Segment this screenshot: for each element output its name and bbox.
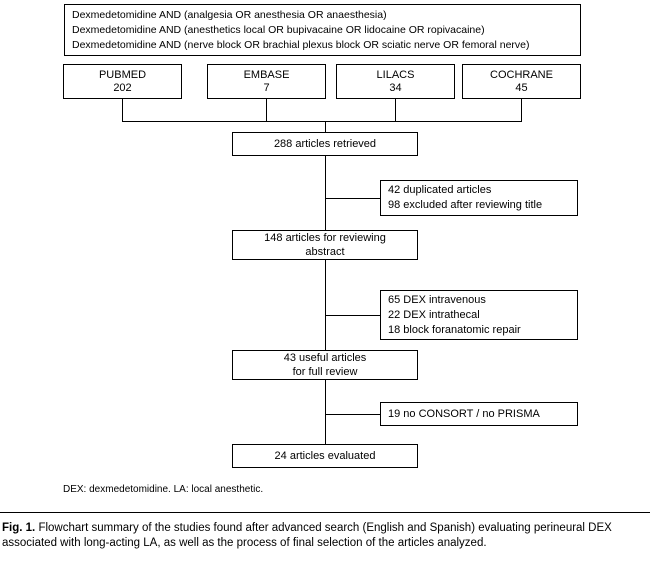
database-count-lilacs: 34 <box>389 81 402 94</box>
figure-footnote: DEX: dexmedetomidine. LA: local anesthet… <box>63 484 264 495</box>
stage-box-evaluated: 24 articles evaluated <box>232 444 418 468</box>
exclusion-1-line-1: 42 duplicated articles <box>388 184 492 196</box>
database-box-embase: EMBASE 7 <box>207 64 326 99</box>
exclusion-2-line-2: 22 DEX intrathecal <box>388 308 480 321</box>
connector-databases-bus <box>122 121 522 122</box>
database-count-cochrane: 45 <box>515 81 528 94</box>
database-name-cochrane: COCHRANE <box>490 68 553 81</box>
exclusion-3-line-1: 19 no CONSORT / no PRISMA <box>388 407 540 420</box>
stage-abstract-line-1: 148 articles for reviewing <box>264 232 386 244</box>
stage-evaluated-line-1: 24 articles evaluated <box>274 450 376 462</box>
figure-caption: Fig. 1. Flowchart summary of the studies… <box>2 521 648 551</box>
connector-bus-to-retrieved <box>325 121 326 132</box>
stage-box-useful: 43 useful articles for full review <box>232 350 418 380</box>
stage-box-retrieved: 288 articles retrieved <box>232 132 418 156</box>
database-count-embase: 7 <box>263 81 270 94</box>
stage-abstract-line-2: abstract <box>305 246 345 258</box>
figure-caption-text: Flowchart summary of the studies found a… <box>2 522 612 549</box>
connector-embase-down <box>266 99 267 121</box>
search-strategy-box: Dexmedetomidine AND (analgesia OR anesth… <box>64 4 581 56</box>
stage-box-abstract: 148 articles for reviewing abstract <box>232 230 418 260</box>
connector-retrieved-to-abstract <box>325 156 326 230</box>
connector-branch-excl2 <box>325 315 380 316</box>
connector-lilacs-down <box>395 99 396 121</box>
exclusion-2-line-3: 18 block foranatomic repair <box>388 323 521 336</box>
exclusion-box-1: 42 duplicated articles 98 excluded after… <box>380 180 578 216</box>
connector-abstract-to-useful <box>325 260 326 350</box>
connector-branch-excl3 <box>325 414 380 415</box>
search-strategy-line-2: Dexmedetomidine AND (anesthetics local O… <box>72 23 485 36</box>
database-box-lilacs: LILACS 34 <box>336 64 455 99</box>
connector-pubmed-down <box>122 99 123 121</box>
connector-branch-excl1 <box>325 198 380 199</box>
database-box-cochrane: COCHRANE 45 <box>462 64 581 99</box>
exclusion-2-line-1: 65 DEX intravenous <box>388 293 486 306</box>
exclusion-box-3: 19 no CONSORT / no PRISMA <box>380 402 578 426</box>
exclusion-box-2: 65 DEX intravenous 22 DEX intrathecal 18… <box>380 290 578 340</box>
stage-useful-line-2: for full review <box>292 366 358 378</box>
exclusion-1-line-2: 98 excluded after reviewing title <box>388 199 543 211</box>
connector-cochrane-down <box>521 99 522 121</box>
search-strategy-line-1: Dexmedetomidine AND (analgesia OR anesth… <box>72 8 387 21</box>
stage-retrieved-line-1: 288 articles retrieved <box>273 138 377 150</box>
database-name-pubmed: PUBMED <box>98 68 147 81</box>
database-count-pubmed: 202 <box>113 81 132 94</box>
connector-useful-to-evaluated <box>325 380 326 444</box>
database-box-pubmed: PUBMED 202 <box>63 64 182 99</box>
figure-caption-label: Fig. 1. <box>2 522 36 534</box>
database-name-lilacs: LILACS <box>376 68 415 81</box>
stage-useful-line-1: 43 useful articles <box>283 352 367 364</box>
search-strategy-line-3: Dexmedetomidine AND (nerve block OR brac… <box>72 38 530 51</box>
caption-divider <box>0 512 650 513</box>
database-name-embase: EMBASE <box>243 68 290 81</box>
